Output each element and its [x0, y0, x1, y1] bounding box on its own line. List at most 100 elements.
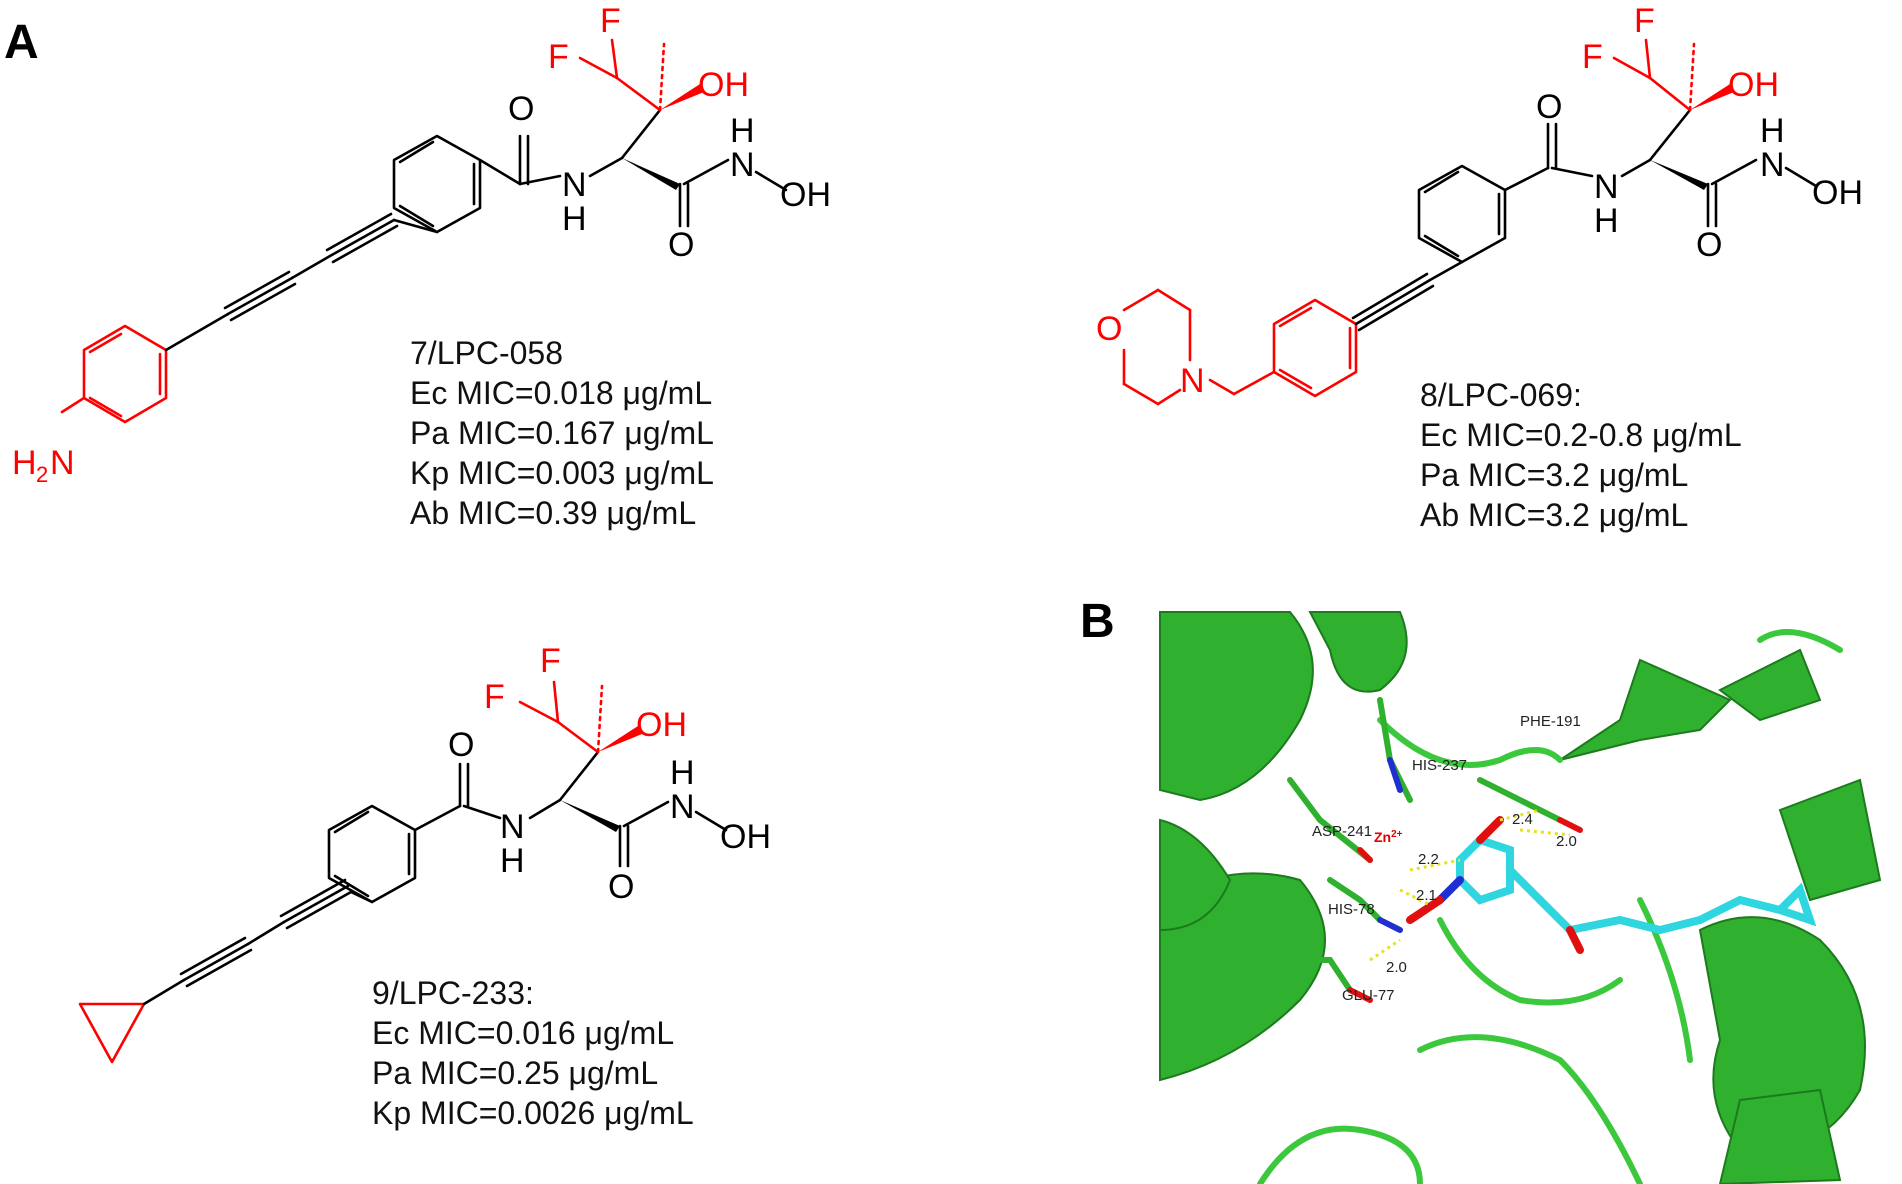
hydroxamate-oh-9: OH: [720, 818, 771, 856]
fluorine-b-8: F: [1582, 38, 1603, 76]
cyclopropyl-ring-9: [78, 1002, 146, 1064]
hydroxamate-n-8: N: [1760, 146, 1785, 184]
hbonds: [1369, 808, 1571, 962]
ligand-hydroxyl: [1476, 816, 1504, 844]
benzoyl-ring-8: [1417, 122, 1652, 264]
hbond-3: [1409, 858, 1461, 872]
hydroxyl-8: OH: [1728, 66, 1779, 104]
panel-label-b: B: [1080, 595, 1115, 648]
difluoro-side-chain-9: [518, 680, 642, 754]
carbonyl-o-9: O: [448, 726, 474, 764]
amino-n-7: N: [50, 444, 75, 482]
docking-image: PHE-191 HIS-237 ASP-241 HIS-78 GLU-77 Zn…: [1159, 611, 1902, 1184]
diyne-linker-9: [142, 878, 374, 1006]
hydroxamate-o-7: O: [668, 226, 694, 264]
distance-label-4: 2.1: [1416, 887, 1437, 904]
sheet-right: [1718, 648, 1822, 722]
his237-nitrogen: [1387, 757, 1403, 793]
his78-sidechain: [1327, 877, 1383, 923]
residue-sidechains: [1287, 697, 1583, 1003]
amide-h-9: H: [500, 842, 525, 880]
difluoro-side-chain-7: [578, 38, 704, 112]
amide-n-8: N: [1594, 168, 1619, 206]
ligand-hydroxamate-o: [1406, 896, 1444, 924]
amino-h-7: H: [12, 444, 37, 482]
alkyne-linker-8: [1351, 260, 1464, 332]
hydroxyl-9: OH: [636, 706, 687, 744]
compound-7-mic-ab: Ab MIC=0.39 μg/mL: [410, 495, 696, 531]
amide-n-9: N: [500, 808, 525, 846]
compound-8-name: 8/LPC-069:: [1420, 377, 1582, 413]
glu77-sidechain: [1297, 957, 1353, 993]
protein-loops: [1257, 629, 1843, 1184]
helix-right: [1778, 778, 1882, 902]
distance-label-5: 2.0: [1386, 959, 1407, 976]
ligand-cyclopropyl: [1772, 882, 1817, 927]
ligand-n: [1436, 876, 1464, 904]
difluoro-side-chain-8: [1612, 38, 1734, 112]
residue-label-asp241: ASP-241: [1312, 823, 1372, 840]
compound-9-mic-pa: Pa MIC=0.25 μg/mL: [372, 1055, 658, 1091]
distance-label-1: 2.4: [1512, 811, 1533, 828]
residue-label-glu77: GLU-77: [1342, 987, 1395, 1004]
fluorine-a-7: F: [600, 2, 621, 40]
hydroxamate-8: [1648, 108, 1818, 228]
asp241-sidechain: [1287, 777, 1373, 863]
compound-7-mic-kp: Kp MIC=0.003 μg/mL: [410, 455, 714, 491]
hbond-5: [1369, 938, 1401, 962]
hydroxamate-h-8: H: [1760, 112, 1785, 150]
helix-lower-right: [1698, 916, 1866, 1153]
hydroxamate-n-7: N: [730, 146, 755, 184]
glu77-oxygen: [1347, 987, 1373, 1003]
fluorine-a-8: F: [1634, 2, 1655, 40]
morpholine-ring-8: [1122, 288, 1276, 406]
ligand-bond-a: [1506, 866, 1544, 904]
hbond-2: [1519, 828, 1571, 837]
compound-8-mic-ab: Ab MIC=3.2 μg/mL: [1420, 497, 1688, 533]
hydroxamate-7: [620, 108, 788, 228]
structure-compound-7: H 2 N O N H: [12, 2, 831, 487]
loop-center-top: [1377, 717, 1563, 768]
distance-label-2: 2.0: [1556, 833, 1577, 850]
amide-h-7: H: [562, 200, 587, 238]
asp241-oxygen: [1357, 847, 1373, 863]
amide-h-8: H: [1594, 202, 1619, 240]
residue-label-phe191: PHE-191: [1520, 713, 1581, 730]
helix-top: [1308, 611, 1408, 693]
sheet-upper: [1559, 658, 1732, 761]
compound-9-mic-ec: Ec MIC=0.016 μg/mL: [372, 1015, 674, 1051]
benzyl-ring-8: [1272, 298, 1358, 398]
fluorine-b-7: F: [548, 38, 569, 76]
hbond-4: [1399, 888, 1431, 907]
ligand-carbonyl: [1566, 926, 1584, 954]
hydroxamate-o-8: O: [1696, 226, 1722, 264]
compound-9-name: 9/LPC-233:: [372, 975, 534, 1011]
loop-top-right: [1757, 629, 1843, 653]
residue-label-his237: HIS-237: [1412, 757, 1467, 774]
zinc-ion-label: Zn2+: [1374, 829, 1403, 845]
loop-bottom-center: [1417, 1034, 1643, 1184]
residue-label-his78: HIS-78: [1328, 901, 1375, 918]
hydroxamate-n-9: N: [670, 788, 695, 826]
aniline-ring-7: [60, 324, 168, 424]
helix-lower-left: [1159, 872, 1326, 1082]
carbonyl-o-7: O: [508, 90, 534, 128]
phe191-oxygen: [1557, 817, 1583, 833]
phe191-backbone: [1477, 777, 1563, 823]
hydroxamate-oh-7: OH: [780, 176, 831, 214]
helix-mid-left: [1159, 818, 1232, 932]
helix-upper-left: [1159, 611, 1314, 802]
compound-8-mic-ec: Ec MIC=0.2-0.8 μg/mL: [1420, 417, 1742, 453]
ligand-tail: [1696, 895, 1784, 924]
compound-7-name: 7/LPC-058: [410, 335, 563, 371]
ligand-stick: [1406, 816, 1817, 954]
loop-center: [1437, 917, 1623, 1006]
hydroxamate-oh-8: OH: [1812, 174, 1863, 212]
amide-n-7: N: [562, 166, 587, 204]
compound-7-mic-ec: Ec MIC=0.018 μg/mL: [410, 375, 712, 411]
benzoyl-ring-9: [327, 762, 562, 904]
distance-label-3: 2.2: [1418, 851, 1439, 868]
loop-right-center: [1637, 897, 1693, 1063]
structure-compound-8: O N O N H: [1096, 2, 1863, 406]
